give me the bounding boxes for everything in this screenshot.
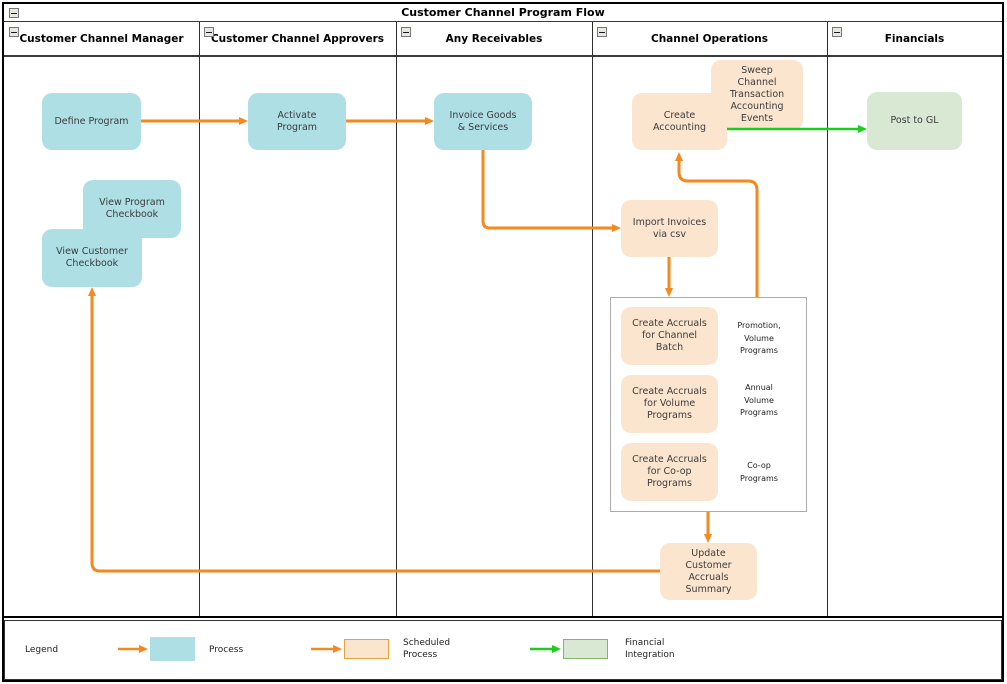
legend-swatch-process [150,637,195,661]
lane-header-customer-channel-manager: Customer Channel Manager [19,33,184,45]
header-divider [4,55,1002,57]
collapse-lane-icon[interactable] [832,27,842,37]
node-view-program-checkbook[interactable]: View Program Checkbook [83,180,181,238]
node-sweep-channel-transaction-accounting-events[interactable]: Sweep Channel Transaction Accounting Eve… [711,60,803,130]
node-create-accounting[interactable]: Create Accounting [632,93,727,150]
lane-header-customer-channel-approvers: Customer Channel Approvers [210,33,385,45]
collapse-lane-icon[interactable] [401,27,411,37]
legend-item-process: Process [209,645,244,655]
legend-swatch-financial-integration [563,639,608,659]
annotation-annual-volume-programs: Annual Volume Programs [740,383,778,417]
legend-item-scheduled-process: Scheduled Process [403,638,451,660]
collapse-diagram-icon[interactable] [9,8,19,18]
title-row [4,4,1002,22]
collapse-lane-icon[interactable] [597,27,607,37]
legend-title: Legend [25,645,59,655]
lane-divider [199,22,200,618]
annotation-coop-programs: Co-op Programs [740,461,778,483]
collapse-lane-icon[interactable] [9,27,19,37]
node-post-to-gl[interactable]: Post to GL [867,92,962,150]
lane-divider [592,22,593,618]
node-create-accruals-coop-programs[interactable]: Create Accruals for Co-op Programs [621,443,718,501]
node-create-accruals-volume-programs[interactable]: Create Accruals for Volume Programs [621,375,718,433]
legend-swatch-scheduled-process [344,639,389,659]
lane-header-any-receivables: Any Receivables [445,33,543,45]
node-invoice-goods-services[interactable]: Invoice Goods & Services [434,93,532,150]
lane-header-channel-operations: Channel Operations [651,33,768,45]
page-title: Customer Channel Program Flow [401,6,605,19]
node-view-customer-checkbook[interactable]: View Customer Checkbook [42,229,142,287]
lane-divider [396,22,397,618]
legend-item-financial-integration: Financial Integration [625,638,675,660]
collapse-lane-icon[interactable] [204,27,214,37]
lane-divider [827,22,828,618]
lane-header-financials: Financials [884,33,945,45]
annotation-promotion-volume-programs: Promotion, Volume Programs [737,321,781,355]
node-activate-program[interactable]: Activate Program [248,93,346,150]
node-update-customer-accruals-summary[interactable]: Update Customer Accruals Summary [660,543,757,600]
lanes-bottom-border [4,616,1002,618]
legend-box [4,620,1002,680]
node-create-accruals-channel-batch[interactable]: Create Accruals for Channel Batch [621,307,718,365]
node-define-program[interactable]: Define Program [42,93,141,150]
node-import-invoices-csv[interactable]: Import Invoices via csv [621,200,718,257]
